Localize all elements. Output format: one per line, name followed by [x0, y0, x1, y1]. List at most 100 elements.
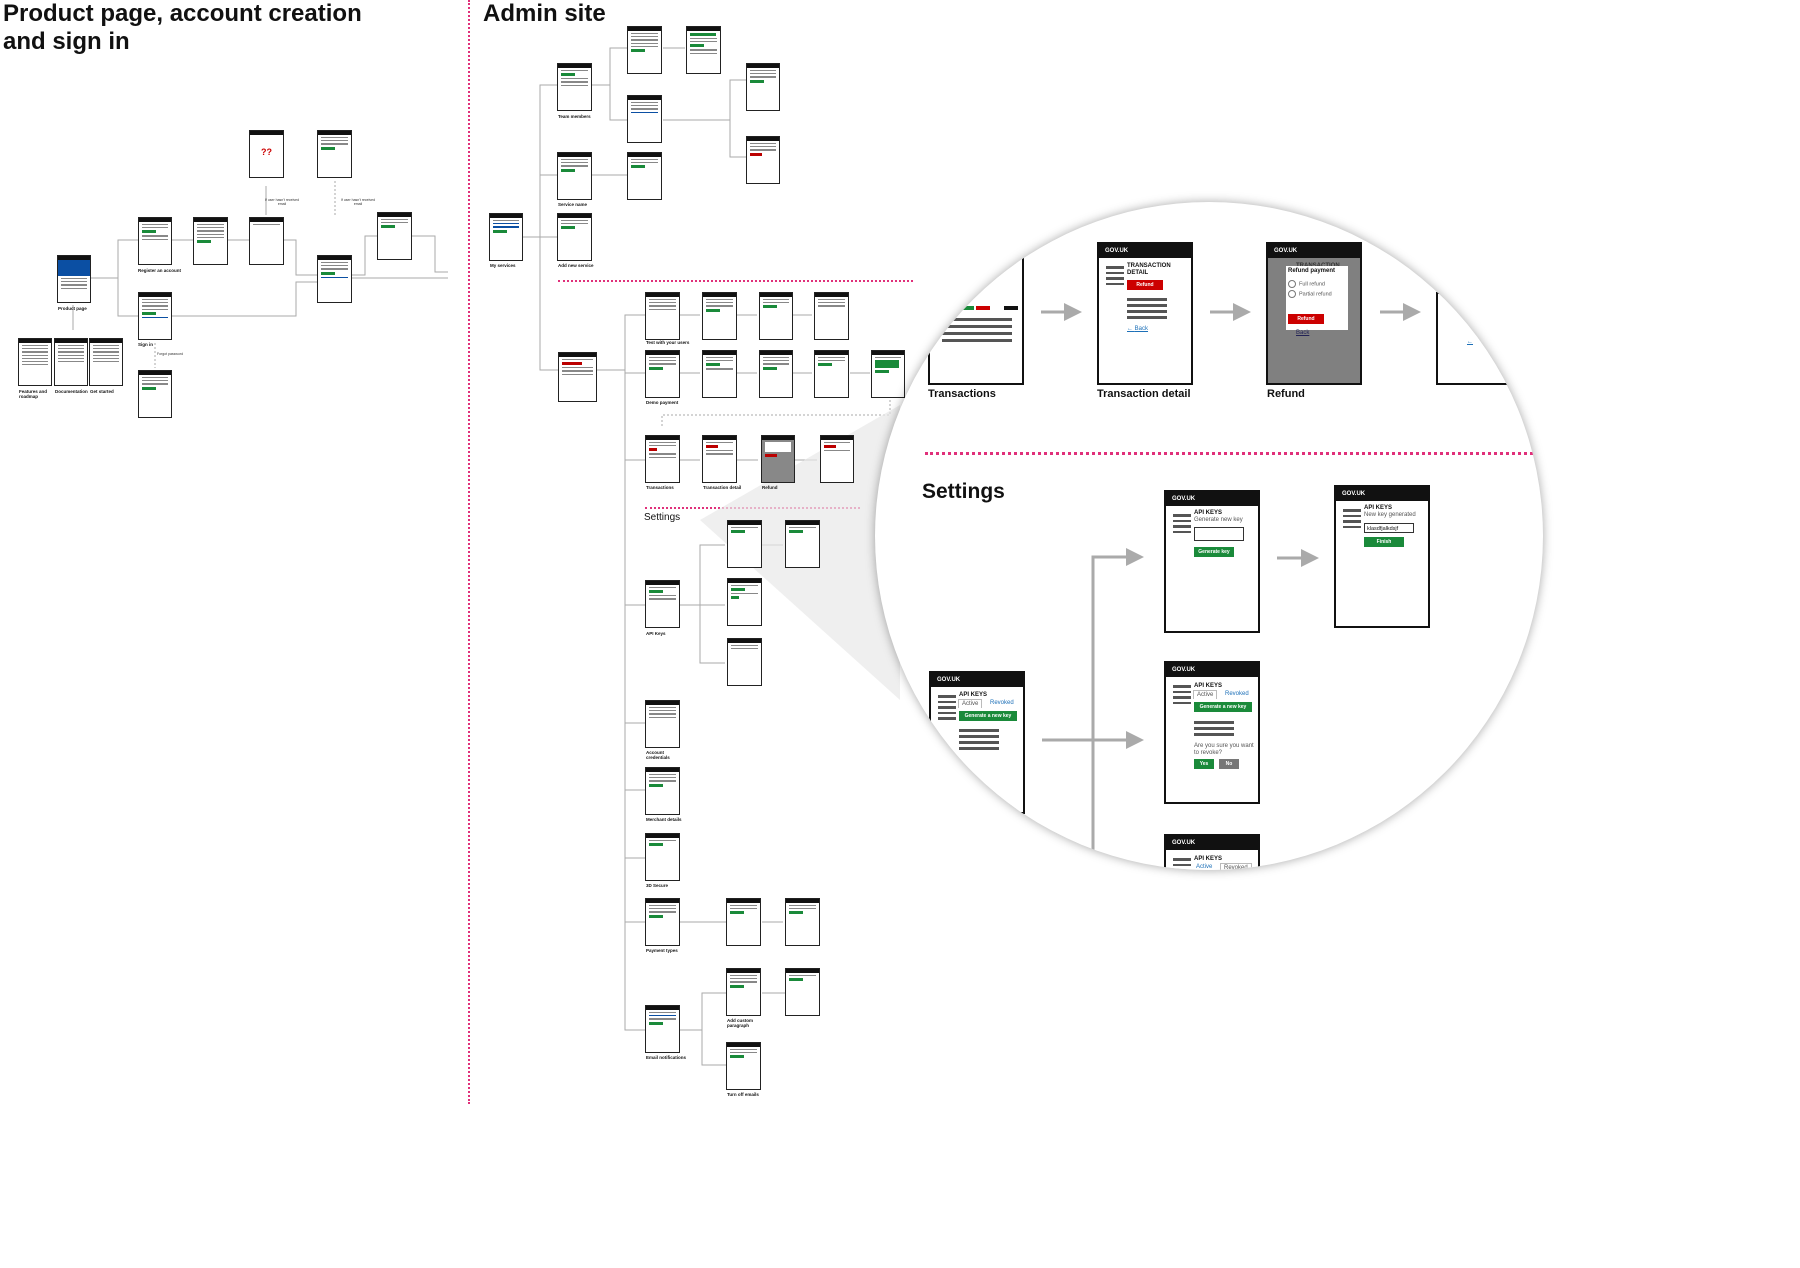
label-email-notifications: Email notifications [646, 1055, 687, 1060]
screen-revoked-small[interactable] [727, 638, 762, 686]
screen-3d-secure[interactable] [645, 833, 680, 881]
govuk-header-generate: GOV.UK [1166, 492, 1258, 506]
tab-revoked[interactable]: Revoked [990, 700, 1014, 706]
screen-edit-service-name[interactable] [627, 152, 662, 200]
refund-back-link[interactable]: Back [1296, 330, 1310, 336]
screen-custom-paragraph-2[interactable] [785, 968, 820, 1016]
screen-generate-key-small[interactable] [727, 520, 762, 568]
govuk-header-key-generated: GOV.UK [1336, 487, 1428, 501]
screen-revoke-small[interactable] [727, 578, 762, 626]
zoom-screen-revoked[interactable]: GOV.UK API KEYS Active Revoked [1164, 834, 1260, 870]
screen-demo-payment-4[interactable] [814, 350, 849, 398]
screen-demo-payment-3[interactable] [759, 350, 793, 398]
radio-partial-refund[interactable]: Partial refund [1288, 290, 1332, 298]
screen-my-services[interactable] [489, 213, 523, 261]
zoom-screen-refund-confirm[interactable]: ← [1436, 292, 1532, 385]
zoom-screen-key-generated[interactable]: GOV.UK API KEYS New key generated klasdf… [1334, 485, 1430, 628]
screen-turn-off-emails[interactable] [726, 1042, 761, 1090]
screen-invite-sent[interactable] [686, 26, 721, 74]
screen-key-generated-small[interactable] [785, 520, 820, 568]
screen-service-home[interactable] [558, 352, 597, 402]
screen-invite-member[interactable] [627, 26, 662, 74]
back-link[interactable]: ← Back [1127, 326, 1149, 332]
screen-payment-types-3[interactable] [785, 898, 820, 946]
govuk-header-revoke: GOV.UK [1166, 663, 1258, 677]
zoom-screen-api-keys[interactable]: GOV.UK API KEYS Active Revoked Generate … [929, 671, 1025, 814]
revoke-tab-revoked[interactable]: Revoked [1225, 691, 1249, 697]
screen-remove-member[interactable] [746, 136, 780, 184]
generate-key-button[interactable]: Generate key [1194, 547, 1234, 557]
label-documentation: Documentation [55, 389, 88, 394]
screen-test-users-3[interactable] [759, 292, 793, 340]
label-payment-types: Payment types [646, 948, 678, 953]
full-refund-label: Full refund [1299, 281, 1325, 288]
screen-check-email[interactable] [249, 217, 284, 265]
screen-welcome[interactable] [377, 212, 412, 260]
key-name-input[interactable] [1194, 527, 1244, 541]
section-title-admin: Admin site [483, 0, 606, 27]
zoom-settings-heading: Settings [922, 480, 1005, 503]
screen-team-members[interactable] [557, 63, 592, 111]
zoom-screen-revoke[interactable]: GOV.UK API KEYS Active Revoked Generate … [1164, 661, 1260, 804]
finish-button[interactable]: Finish [1364, 537, 1404, 547]
revoke-generate-button[interactable]: Generate a new key [1194, 702, 1252, 712]
key-value-field[interactable]: klasdfjalkdsjf [1364, 523, 1414, 533]
screen-add-new-service[interactable] [557, 213, 592, 261]
screen-test-users-4[interactable] [814, 292, 849, 340]
radio-full-refund[interactable]: Full refund [1288, 280, 1325, 288]
zoom-screen-transactions[interactable]: list [928, 242, 1024, 385]
screen-register[interactable] [138, 217, 172, 265]
screen-transactions-small[interactable] [645, 435, 680, 483]
screen-product-page[interactable] [57, 255, 91, 303]
zoom-screen-generate-key[interactable]: GOV.UK API KEYS Generate new key Generat… [1164, 490, 1260, 633]
revoked-tab-revoked[interactable]: Revoked [1220, 863, 1252, 870]
screen-refund-confirm-small[interactable] [820, 435, 854, 483]
screen-sign-in[interactable] [138, 292, 172, 340]
revoke-tab-active[interactable]: Active [1193, 690, 1218, 699]
screen-edit-permissions[interactable] [746, 63, 780, 111]
screen-payment-types-2[interactable] [726, 898, 761, 946]
label-features: Features and roadmap [19, 389, 48, 399]
screen-api-keys-small[interactable] [645, 580, 680, 628]
api-keys-heading: API KEYS [959, 692, 988, 698]
screen-member-detail[interactable] [627, 95, 662, 143]
screen-payment-types[interactable] [645, 898, 680, 946]
refund-confirm-button[interactable]: Refund [1288, 314, 1324, 324]
screen-transaction-detail-small[interactable] [702, 435, 737, 483]
screen-forgot-password[interactable] [138, 370, 172, 418]
screen-service-name[interactable] [557, 152, 592, 200]
tab-active[interactable]: Active [958, 699, 983, 708]
screen-get-started[interactable] [89, 338, 123, 386]
zoom-screen-transaction-detail[interactable]: GOV.UK TRANSACTION DETAIL Refund ← Back [1097, 242, 1193, 385]
refund-confirm-back-link[interactable]: ← [1467, 339, 1473, 345]
screen-account-credentials[interactable] [645, 700, 680, 748]
label-account-credentials: Account credentials [646, 750, 670, 760]
screen-register-form[interactable] [193, 217, 228, 265]
refund-button[interactable]: Refund [1127, 280, 1163, 290]
zoom-screen-refund[interactable]: GOV.UK TRANSACTION Refund payment Full r… [1266, 242, 1362, 385]
revoke-yes-button[interactable]: Yes [1194, 759, 1214, 769]
revoked-tab-active[interactable]: Active [1196, 864, 1213, 870]
new-key-generated-text: New key generated [1364, 512, 1416, 518]
annotation-not-received-1: If user hasn't received email [264, 198, 300, 206]
screen-resend-email[interactable] [317, 130, 352, 178]
generate-new-key-button[interactable]: Generate a new key [959, 711, 1017, 721]
screen-verify-code[interactable] [317, 255, 352, 303]
screen-email-notifications[interactable] [645, 1005, 680, 1053]
refund-modal-heading: Refund payment [1288, 268, 1336, 274]
screen-demo-payment-2[interactable] [702, 350, 737, 398]
screen-documentation[interactable] [54, 338, 88, 386]
generate-new-key-text: Generate new key [1194, 517, 1243, 523]
screen-demo-payment-1[interactable] [645, 350, 680, 398]
screen-merchant-details[interactable] [645, 767, 680, 815]
screen-test-users-2[interactable] [702, 292, 737, 340]
screen-test-users-1[interactable] [645, 292, 680, 340]
revoke-no-button[interactable]: No [1219, 759, 1239, 769]
screen-custom-paragraph[interactable] [726, 968, 761, 1016]
screen-features[interactable] [18, 338, 52, 386]
screen-unknown[interactable]: ?? [249, 130, 284, 178]
screen-refund-small[interactable] [761, 435, 795, 483]
refund-modal: Refund payment Full refund Partial refun… [1286, 266, 1348, 330]
label-product-page: Product page [58, 306, 87, 311]
screen-demo-payment-5[interactable] [871, 350, 905, 398]
